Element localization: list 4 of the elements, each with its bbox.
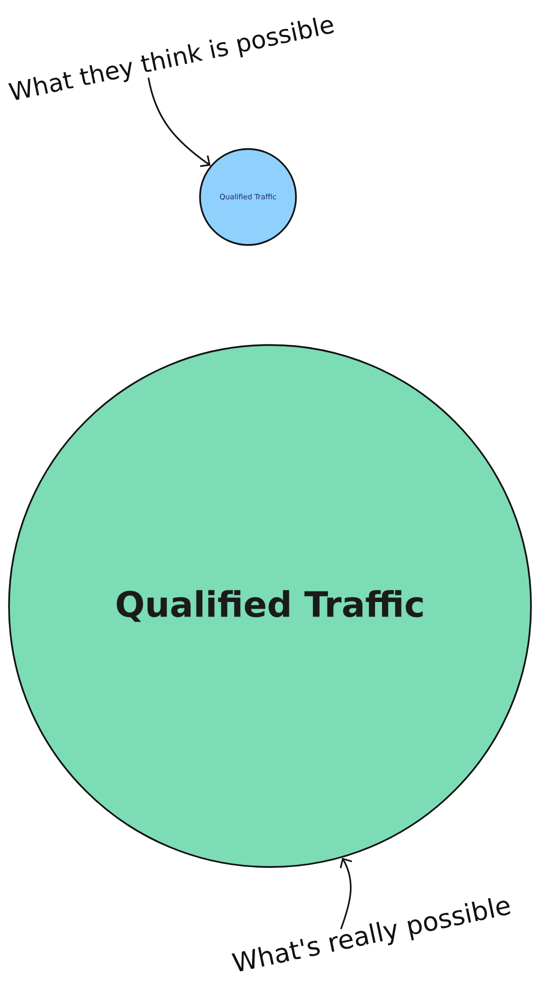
annotation-text: What they think is possible: [8, 18, 334, 100]
annotation-text: What's really possible: [232, 898, 510, 972]
arrow: [148, 78, 211, 168]
arrow: [340, 858, 352, 930]
